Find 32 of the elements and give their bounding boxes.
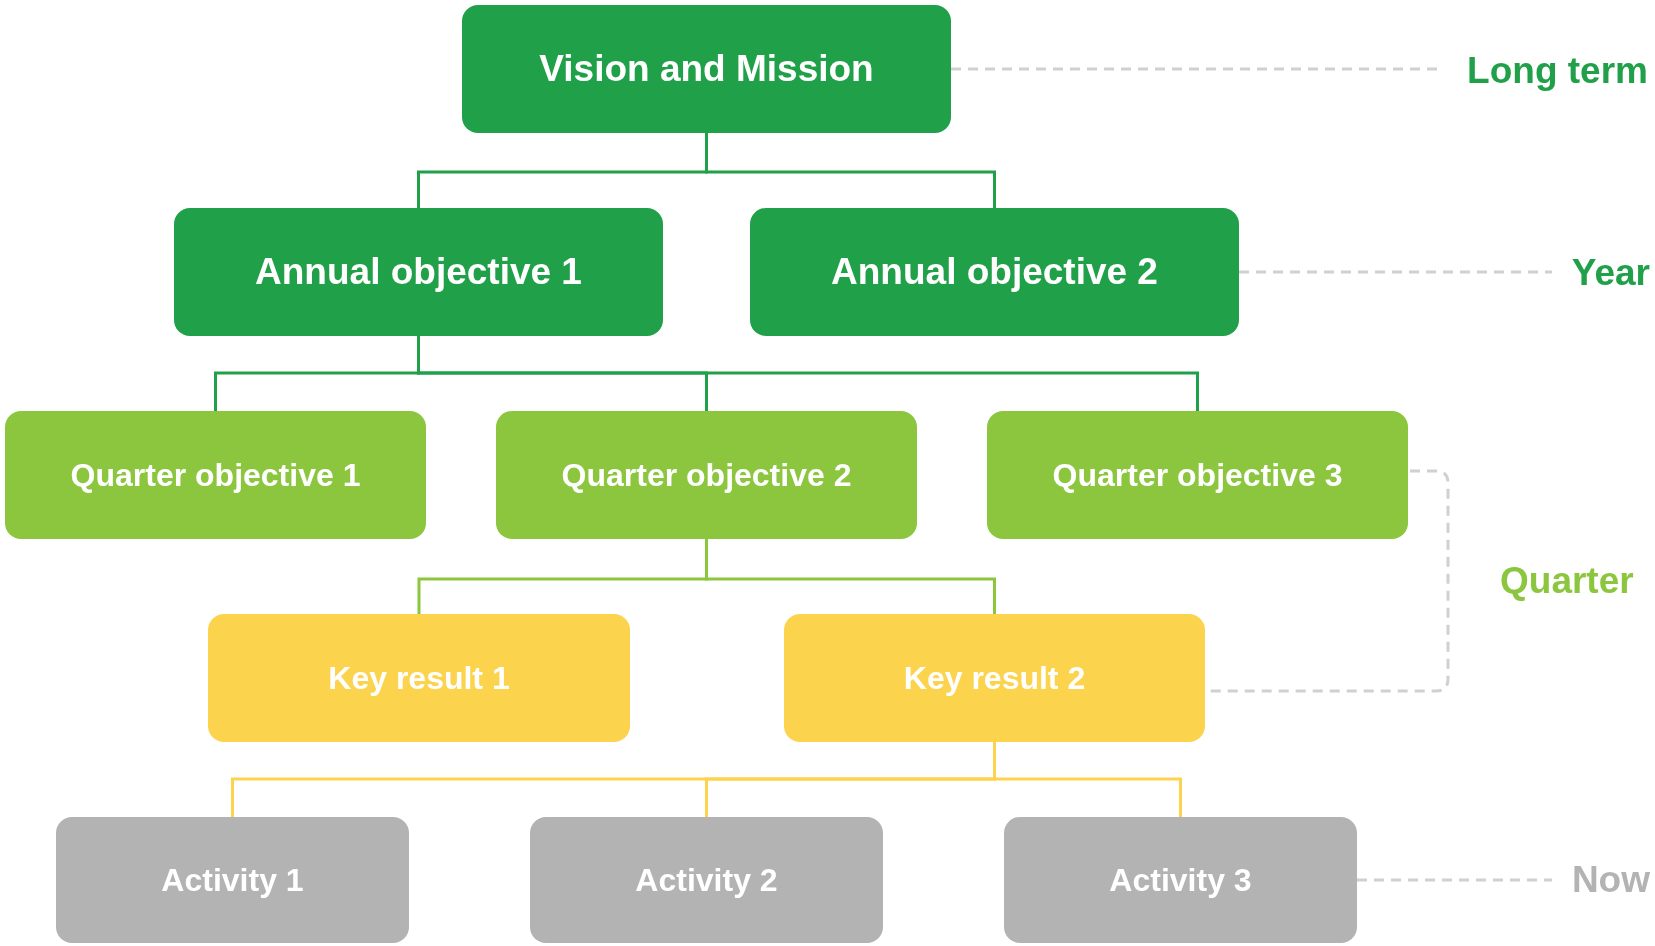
objective-box [56,817,409,943]
box-label: Quarter objective 1 [70,456,361,494]
box-label: Key result 1 [328,659,510,697]
connector-line [705,539,996,614]
box-label: Annual objective 2 [831,251,1158,293]
box-label: Quarter objective 3 [1052,456,1343,494]
box-label: Annual objective 1 [255,251,582,293]
timeframe-label: Now [1571,859,1650,901]
objective-box [1004,817,1357,943]
objective-box [208,614,630,742]
box-label: Quarter objective 2 [561,456,852,494]
objective-box [462,5,951,133]
dashed-connector [1239,270,1552,274]
dashed-connector [951,67,1440,71]
box-label: Activity 2 [635,861,778,899]
objective-box [5,411,426,539]
objective-box [174,208,663,336]
box-label: Vision and Mission [539,48,874,90]
timeframe-label: Year [1571,252,1650,294]
timeframe-label: Long term [1467,50,1648,92]
objective-box [496,411,917,539]
box-label: Activity 3 [1109,861,1252,899]
objective-box [784,614,1205,742]
dashed-connector [1357,878,1552,882]
timeframe-label: Quarter [1500,560,1634,602]
connector-line [993,742,1182,817]
connector-line [705,133,996,208]
box-label: Key result 2 [903,659,1086,697]
objective-box [530,817,883,943]
objective-box [750,208,1239,336]
objective-box [987,411,1408,539]
box-label: Activity 1 [161,861,304,899]
